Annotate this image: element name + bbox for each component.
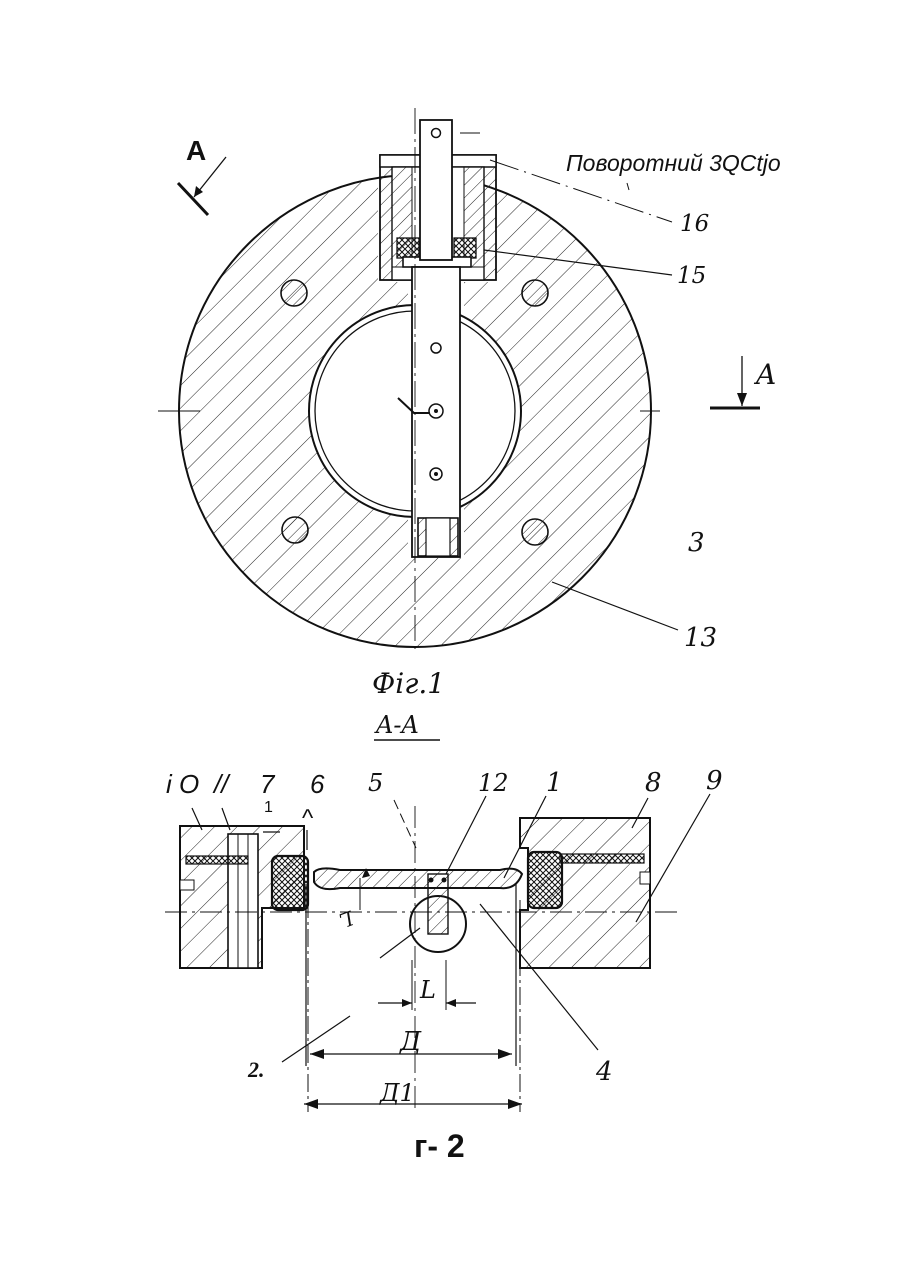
figure-2: A-A: [165, 711, 723, 1164]
fig1-caption: Фіг.1: [372, 667, 445, 700]
label-16: 16: [680, 211, 709, 237]
label-4: 4: [595, 1057, 613, 1087]
dim-d1: Д1: [379, 1079, 415, 1107]
label-11: //: [212, 769, 231, 799]
label-7: 7: [260, 769, 276, 799]
figure-1: A A Поворотний 3QCtjo 16 15 3 13 Фіг.1: [158, 108, 781, 700]
label-2: 2.: [247, 1057, 265, 1082]
label-12: 12: [478, 769, 509, 797]
section-mark-right: A: [753, 358, 776, 391]
label-6-sub: ^: [302, 805, 314, 832]
label-7-sub: 1: [264, 799, 273, 816]
section-arrow-right: A: [710, 356, 776, 408]
dim-d: Д: [399, 1027, 422, 1057]
label-9: 9: [706, 766, 723, 796]
fig1-title-note: Поворотний 3QCtjo: [566, 150, 781, 176]
label-10: i O: [166, 769, 199, 799]
label-13: 13: [684, 623, 717, 653]
section-arrow-left: A: [178, 135, 226, 215]
label-8: 8: [645, 768, 662, 798]
label-15: 15: [677, 263, 706, 289]
section-mark-left: A: [186, 135, 206, 166]
label-1: 1: [546, 768, 563, 798]
dim-l-small: L: [419, 976, 436, 1004]
label-5: 5: [368, 769, 383, 797]
section-title: A-A: [374, 711, 419, 739]
fig2-caption: г- 2: [414, 1128, 465, 1164]
dim-l-vertical: L: [336, 906, 358, 933]
label-3: 3: [688, 528, 705, 558]
label-6: 6: [310, 769, 325, 799]
